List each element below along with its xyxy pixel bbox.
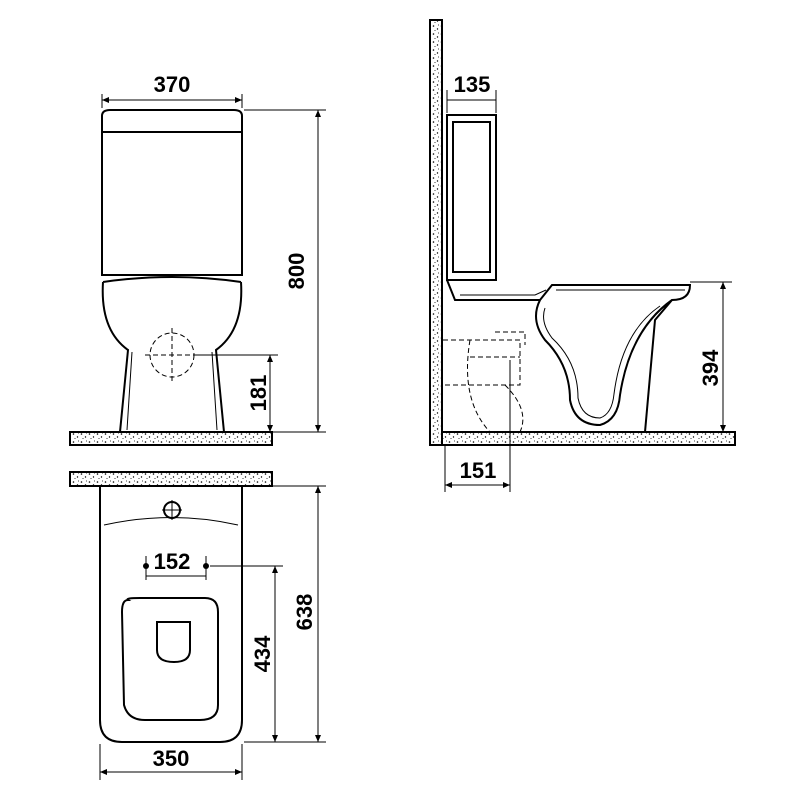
- front-view: 370 800 181: [69, 72, 326, 446]
- floor: [441, 431, 736, 446]
- wall: [429, 19, 443, 446]
- outlet-centerline: [145, 328, 199, 382]
- dim-135-line: [446, 90, 497, 113]
- wall-slab: [69, 471, 273, 487]
- floor-slab: [69, 431, 273, 446]
- dim-fixing-depth-label: 434: [250, 635, 275, 672]
- flush-centerline: [162, 500, 182, 520]
- top-view: 152 434 638 350: [69, 471, 326, 780]
- dim-bowl-height-label: 394: [698, 349, 723, 386]
- bowl-inner-lines: [460, 289, 685, 419]
- dim-tank-depth-label: 135: [454, 72, 491, 97]
- dim-434-ext: [210, 565, 326, 743]
- outlet-hidden-lines: [443, 331, 526, 433]
- dim-depth-label: 638: [292, 594, 317, 631]
- tank-section: [446, 114, 497, 281]
- dim-800-ext: [244, 109, 326, 433]
- bowl-front: [101, 276, 243, 433]
- dim-top-width-label: 350: [153, 746, 190, 771]
- toilet-outline-top: [99, 485, 243, 743]
- dim-height-label: 800: [284, 253, 309, 290]
- pedestal-inner-lines: [126, 351, 218, 431]
- dim-fixing-distance-label: 152: [154, 549, 191, 574]
- side-view: 135 394 151: [429, 19, 736, 492]
- dim-outlet-height-label: 181: [246, 375, 271, 412]
- tank-lid: [101, 109, 243, 133]
- bowl-section: [446, 279, 692, 433]
- seat-outline: [120, 597, 219, 721]
- dim-outlet-distance-label: 151: [460, 458, 497, 483]
- seat-hinge-shape: [156, 621, 191, 664]
- dim-width-label: 370: [154, 72, 191, 97]
- tank-body: [101, 132, 243, 276]
- dim-152-line: [145, 556, 207, 580]
